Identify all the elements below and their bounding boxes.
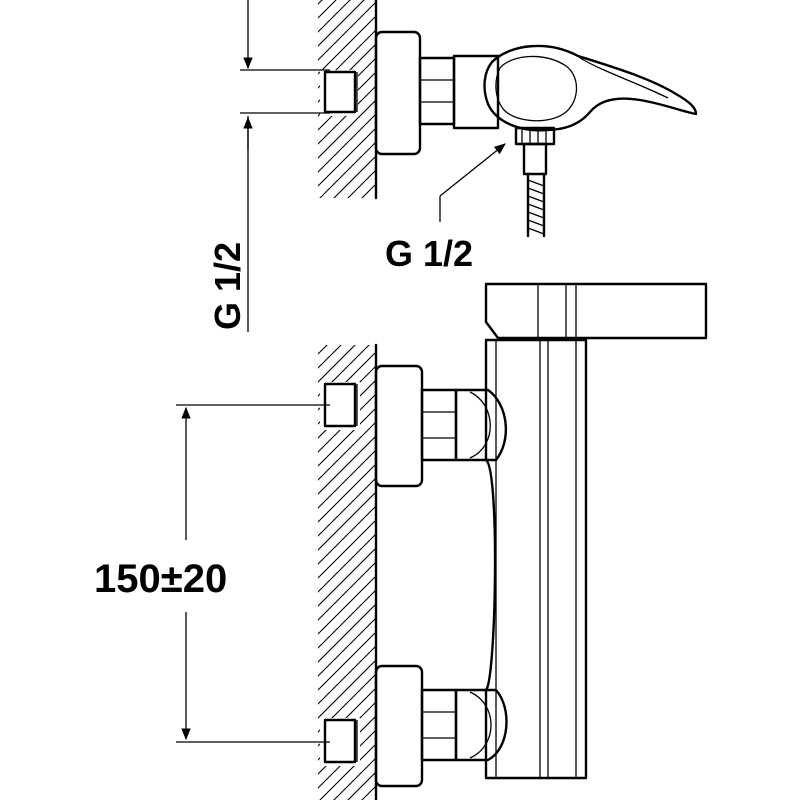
top-view: G 1/2 G 1/2 xyxy=(207,0,698,332)
wall-hatch-top xyxy=(318,0,378,200)
lever-handle xyxy=(483,44,698,132)
union-nut-top xyxy=(418,56,456,126)
centers-dimension xyxy=(176,404,330,743)
mixer-body-front xyxy=(484,338,588,780)
centers-label: 150±20 xyxy=(94,557,227,601)
side-thread-dimension xyxy=(240,0,330,332)
lower-connector xyxy=(323,664,508,788)
connector-stub-top xyxy=(323,70,358,114)
wall-hatch-front xyxy=(318,343,378,800)
hose-outlet xyxy=(514,126,556,238)
hose-thread-label: G 1/2 xyxy=(385,233,473,274)
lever-front xyxy=(484,282,708,340)
mixer-body-top xyxy=(452,54,500,130)
side-thread-label: G 1/2 xyxy=(207,242,248,330)
hose-thread-leader xyxy=(439,143,506,222)
front-view: 150±20 xyxy=(94,282,708,800)
upper-connector xyxy=(323,364,508,488)
eccentric-nut-top xyxy=(374,30,422,156)
